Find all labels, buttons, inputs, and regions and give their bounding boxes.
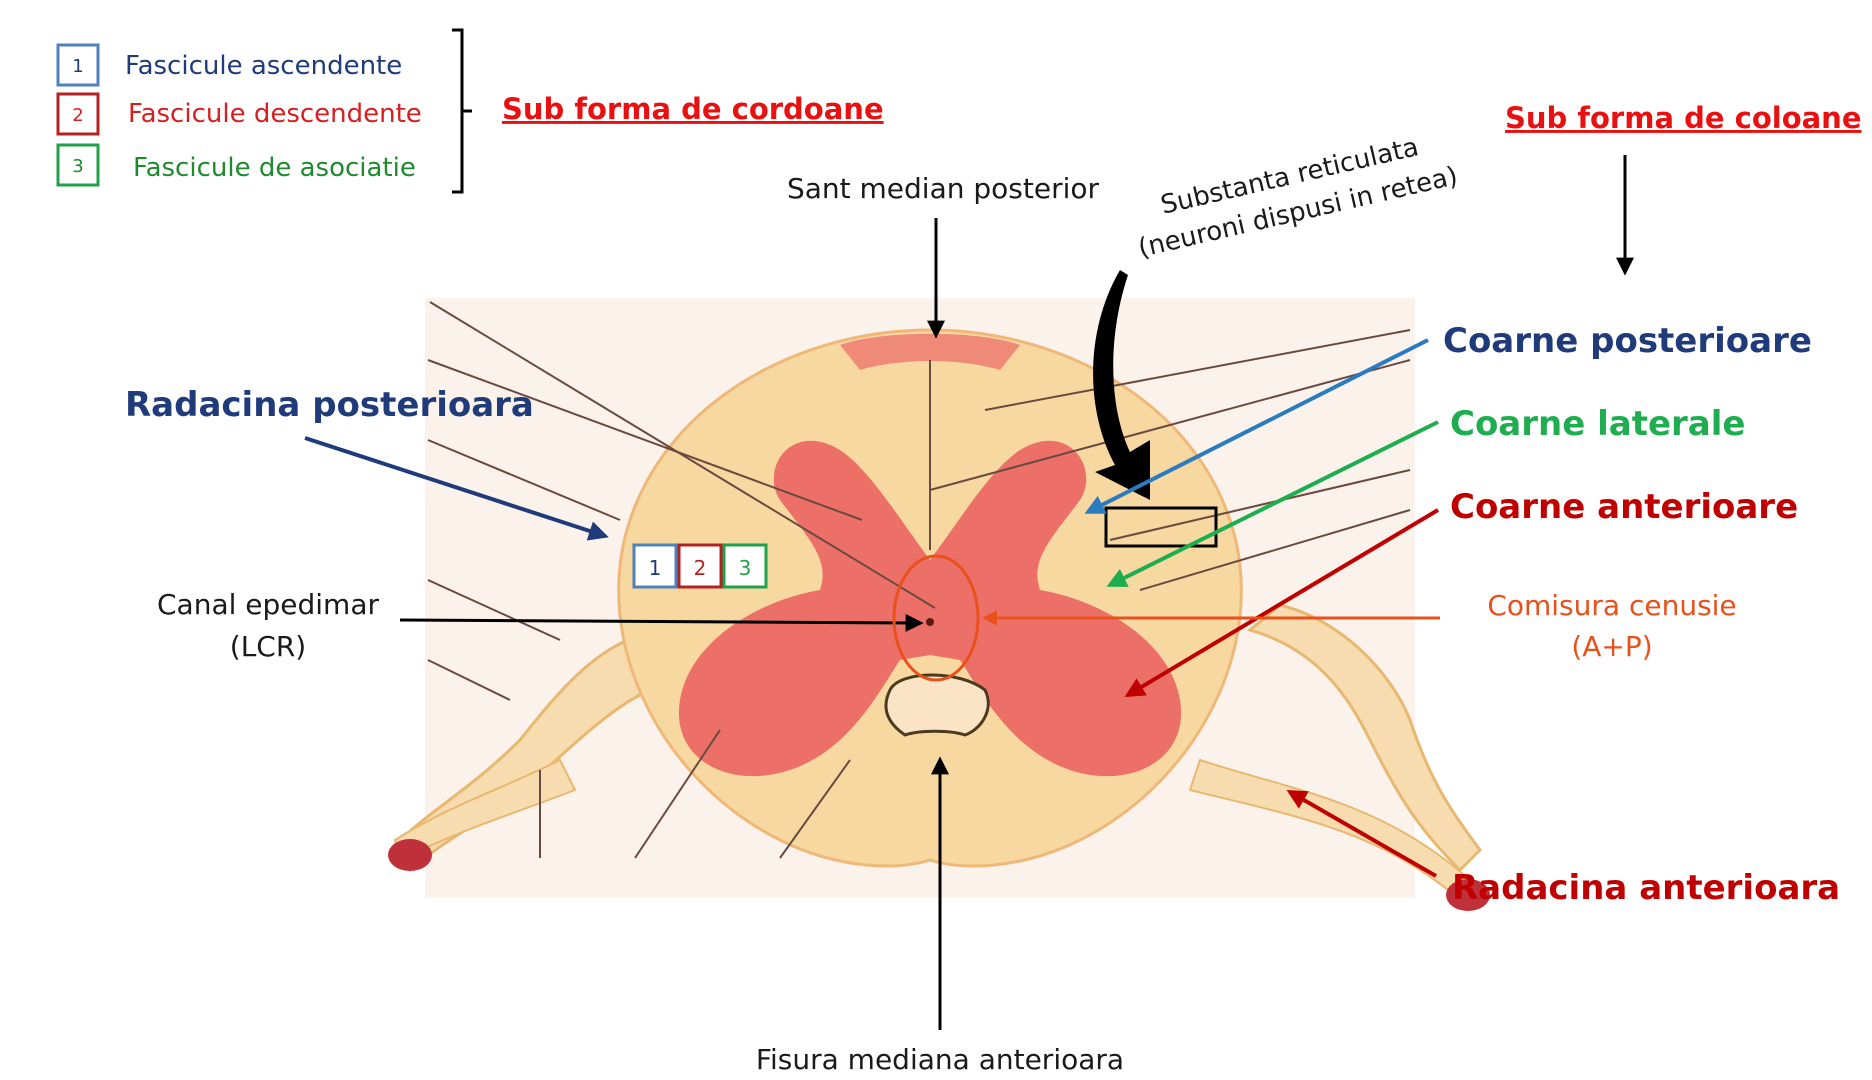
tract-box-2 (677, 543, 723, 589)
coarne-anterioare-label: Coarne anterioare (1450, 487, 1798, 527)
substanta-region-box (1104, 506, 1218, 548)
sant-median-label: Sant median posterior (787, 172, 1100, 205)
cordoane-title: Sub forma de cordoane (502, 92, 884, 126)
tract-box-1 (632, 543, 678, 589)
legend-brace (452, 28, 472, 194)
fisura-label: Fisura mediana anterioara (756, 1043, 1124, 1076)
coarne-laterale-label: Coarne laterale (1450, 404, 1745, 444)
spinal-cord-illustration (388, 298, 1490, 911)
radacina-posterioara-arrow (304, 436, 609, 541)
canal-arrow (399, 613, 924, 632)
canal-label-line2: (LCR) (230, 630, 306, 663)
right-nerve-root (1246, 603, 1482, 873)
legend-text-ascendente: Fascicule ascendente (125, 51, 402, 81)
central-canal (926, 618, 934, 626)
legend-text-descendente: Fascicule descendente (128, 99, 422, 129)
legend-number-1: 1 (72, 56, 83, 77)
tract-box-3-label: 3 (739, 556, 752, 580)
tract-box-2-label: 2 (694, 556, 707, 580)
radacina-posterioara-label: Radacina posterioara (125, 385, 534, 425)
comisura-label-line1: Comisura cenusie (1487, 589, 1736, 622)
legend-number-3: 3 (72, 156, 83, 177)
coarne-posterioare-label: Coarne posterioare (1443, 321, 1812, 361)
tract-boxes: 1 2 3 (632, 543, 768, 589)
legend-box-1 (56, 43, 100, 87)
radacina-anterioara-arrow (1286, 790, 1437, 878)
anterior-fissure-region (884, 673, 990, 737)
legend-text-asociatie: Fascicule de asociatie (133, 153, 416, 183)
tract-box-1-label: 1 (649, 556, 662, 580)
coarne-laterale-arrow (1106, 420, 1439, 587)
legend: 1 Fascicule ascendente 2 Fascicule desce… (56, 28, 884, 194)
posterior-cap (840, 333, 1020, 370)
substanta-curved-arrow (1093, 270, 1150, 500)
grey-matter (678, 440, 1182, 777)
comisura-label-line2: (A+P) (1571, 630, 1652, 663)
coloane-title: Sub forma de coloane (1505, 101, 1862, 135)
left-root-cut-end (388, 839, 432, 871)
substanta-label-group: Substanta reticulata (neuroni dispusi in… (1135, 132, 1460, 264)
coarne-posterioare-arrow (1084, 338, 1429, 514)
canal-highlight-ellipse (892, 554, 980, 682)
legend-number-2: 2 (72, 105, 83, 126)
canal-label-line1: Canal epedimar (157, 588, 380, 621)
tract-lines (427, 301, 1411, 859)
legend-box-2 (56, 92, 100, 136)
tract-box-3 (722, 543, 768, 589)
legend-box-3 (56, 143, 100, 187)
coarne-anterioare-arrow (1124, 508, 1440, 698)
right-root-cut-end (1446, 879, 1490, 911)
radacina-anterioara-label: Radacina anterioara (1452, 868, 1840, 908)
